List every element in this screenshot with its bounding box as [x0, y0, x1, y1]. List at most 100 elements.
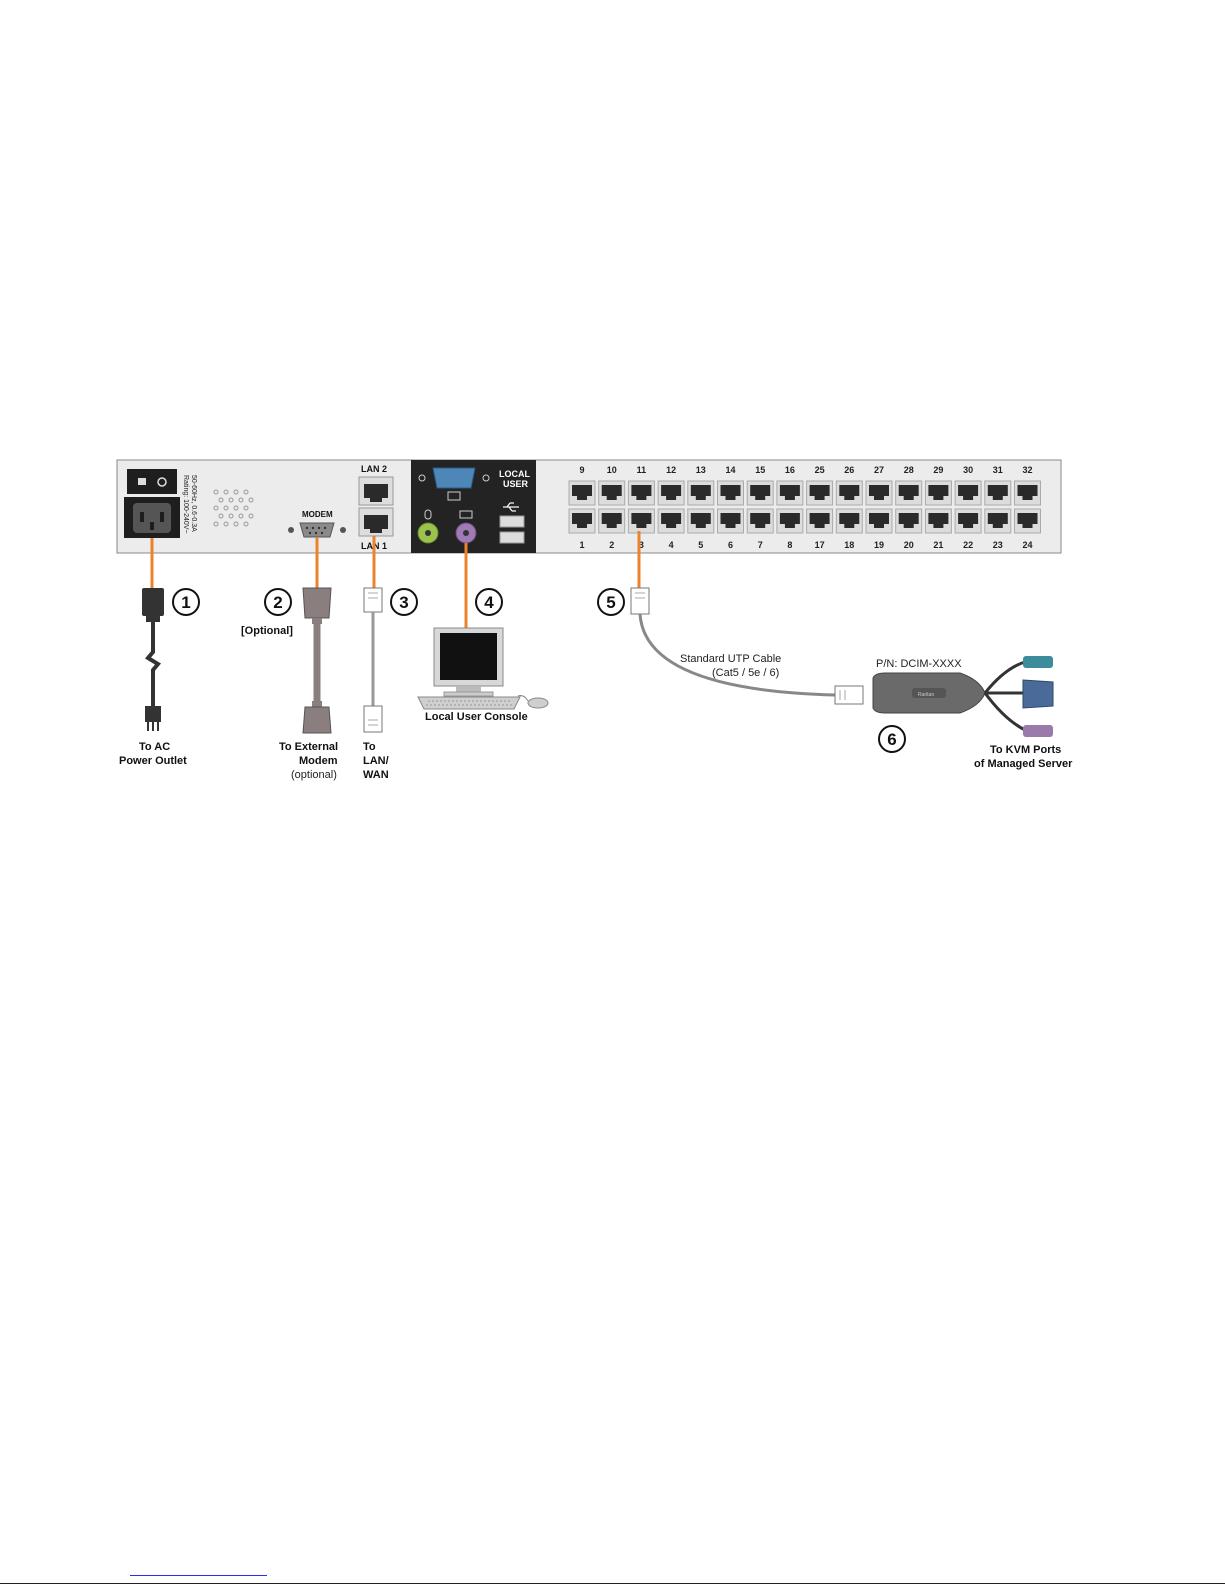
port-number-13: 13	[696, 465, 706, 475]
port-number-17: 17	[815, 540, 825, 550]
local-user-label-line1: LOCAL	[499, 469, 530, 479]
pn-label: P/N: DCIM-XXXX	[876, 658, 962, 670]
port-number-24: 24	[1022, 540, 1032, 550]
modem-label-line1: To External	[279, 741, 338, 753]
port-number-6: 6	[728, 540, 733, 550]
utp-label-line2: (Cat5 / 5e / 6)	[712, 667, 779, 679]
lan-label-line1: To	[363, 741, 376, 753]
port-number-14: 14	[725, 465, 735, 475]
port-number-19: 19	[874, 540, 884, 550]
port-number-10: 10	[607, 465, 617, 475]
callout-6: 6	[887, 730, 896, 749]
port-number-16: 16	[785, 465, 795, 475]
kvm-port-jack-15	[750, 485, 771, 500]
ps2-green-connector	[1023, 656, 1053, 668]
kvm-port-jack-12	[661, 485, 682, 500]
kvm-label-line1: To KVM Ports	[990, 744, 1061, 756]
kvm-port-jack-21	[928, 513, 949, 528]
callout-3: 3	[399, 593, 408, 612]
port-number-26: 26	[844, 465, 854, 475]
usb-port-2	[499, 531, 525, 544]
ps2-purple-connector	[1023, 725, 1053, 737]
kvm-port-jack-8	[779, 513, 800, 528]
lan-label-line2: LAN/	[363, 755, 389, 767]
modem-cable	[302, 587, 332, 734]
port-number-29: 29	[933, 465, 943, 475]
kvm-port-jack-4	[661, 513, 682, 528]
callout-1: 1	[181, 593, 190, 612]
vga-connector	[1022, 679, 1054, 709]
port-number-18: 18	[844, 540, 854, 550]
kvm-port-jack-5	[690, 513, 711, 528]
callout-4: 4	[484, 593, 494, 612]
kvm-port-jack-7	[750, 513, 771, 528]
ps2-mouse-port	[417, 509, 439, 544]
kvm-port-jack-30	[958, 485, 979, 500]
port-number-2: 2	[609, 540, 614, 550]
callout-5: 5	[606, 593, 615, 612]
power-rating-line1: Rating: 100-240V~	[182, 475, 189, 534]
page-bottom-rule	[0, 1583, 1225, 1584]
kvm-port-jack-24	[1017, 513, 1038, 528]
kvm-port-jack-29	[928, 485, 949, 500]
port-number-12: 12	[666, 465, 676, 475]
ac-label-line1: To AC	[139, 741, 170, 753]
console-label: Local User Console	[425, 711, 528, 723]
port-number-23: 23	[993, 540, 1003, 550]
power-switch	[127, 469, 177, 494]
footer-link-underline[interactable]	[130, 1575, 267, 1576]
ac-label-line2: Power Outlet	[119, 755, 187, 767]
kvm-port-jack-1	[572, 513, 592, 528]
port-number-22: 22	[963, 540, 973, 550]
kvm-port-jack-17	[809, 513, 830, 528]
port-number-3: 3	[639, 540, 644, 550]
kvm-port-jack-3	[631, 513, 652, 528]
kvm-port-jack-23	[987, 513, 1008, 528]
modem-db9-port	[288, 522, 346, 538]
lan2-label: LAN 2	[361, 464, 387, 474]
port-number-25: 25	[815, 465, 825, 475]
kvm-port-jack-14	[720, 485, 741, 500]
connection-lines	[150, 531, 641, 628]
kvm-port-jack-11	[631, 485, 652, 500]
kvm-port-jack-18	[839, 513, 860, 528]
callout-2: 2	[273, 593, 282, 612]
port-number-32: 32	[1022, 465, 1032, 475]
port-number-7: 7	[758, 540, 763, 550]
kvm-port-jack-32	[1017, 485, 1038, 500]
power-cord	[142, 588, 164, 731]
kvm-port-jack-2	[601, 513, 622, 528]
kvm-port-jack-31	[987, 485, 1008, 500]
modem-label-line3: (optional)	[291, 769, 337, 781]
kvm-port-jack-20	[898, 513, 919, 528]
kvm-port-jack-19	[869, 513, 889, 528]
port-number-28: 28	[904, 465, 914, 475]
port-number-27: 27	[874, 465, 884, 475]
vent-holes	[213, 489, 254, 527]
utp-cable	[630, 587, 864, 705]
kvm-port-jack-26	[839, 485, 860, 500]
power-rating-line2: 50-60Hz, 0.6-0.3A	[190, 475, 197, 532]
kvm-port-jack-16	[779, 485, 800, 500]
kvm-port-jack-28	[898, 485, 919, 500]
port-number-5: 5	[698, 540, 703, 550]
usb-port-1	[499, 515, 525, 528]
kvm-port-jack-13	[690, 485, 711, 500]
utp-label-line1: Standard UTP Cable	[680, 653, 781, 665]
port-number-20: 20	[904, 540, 914, 550]
kvm-port-grid	[568, 480, 1041, 534]
dcim-adapter: Raritan	[872, 656, 1054, 737]
lan-label-line3: WAN	[363, 769, 389, 781]
port-number-31: 31	[993, 465, 1003, 475]
port-number-11: 11	[637, 465, 647, 475]
usb-icon	[503, 502, 519, 512]
kvm-port-jack-10	[601, 485, 622, 500]
optional-label: [Optional]	[241, 625, 293, 637]
kvm-port-jack-6	[720, 513, 741, 528]
vga-port	[418, 467, 490, 501]
port-number-4: 4	[669, 540, 674, 550]
port-number-21: 21	[933, 540, 943, 550]
svg-text:Raritan: Raritan	[918, 692, 934, 698]
